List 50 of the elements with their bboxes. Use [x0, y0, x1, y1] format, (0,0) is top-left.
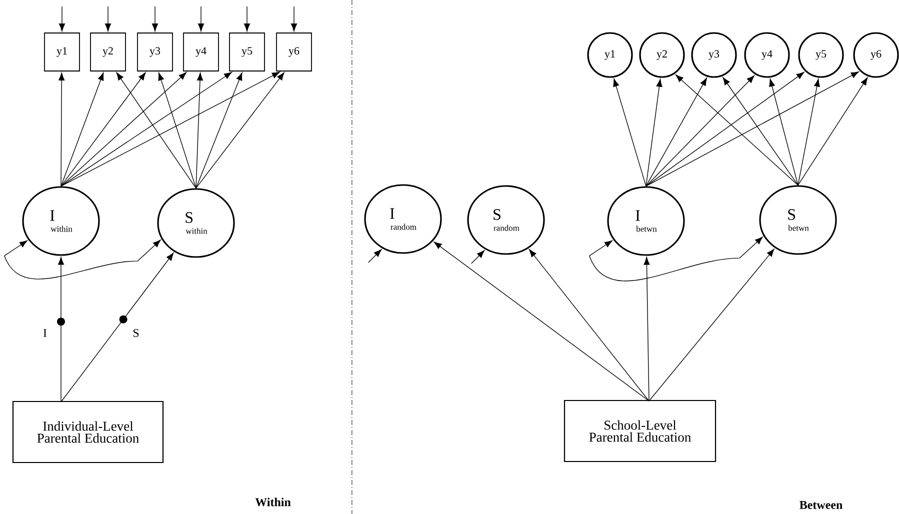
arrow [57, 256, 65, 402]
panel-label: Within [255, 498, 291, 506]
covariate-box: Individual-Level Parental Education [12, 400, 164, 464]
observed-variable-box: y2 [90, 32, 126, 72]
observed-variable-box: y5 [229, 32, 265, 72]
covariance-arrow [589, 236, 763, 282]
arrow [798, 78, 820, 186]
arrow [648, 248, 774, 402]
observed-variable-box: y3 [137, 32, 173, 72]
arrow [60, 72, 232, 187]
arrow [529, 249, 650, 402]
arrow [58, 72, 65, 187]
residual-arrow [105, 6, 111, 32]
arrow [644, 256, 650, 402]
observed-variable-box: y6 [276, 32, 312, 72]
arrow [646, 75, 755, 187]
residual-arrow [244, 6, 250, 32]
covariance-arrow [4, 240, 161, 280]
arrow [158, 72, 196, 189]
arrow [196, 72, 242, 189]
observed-variable-box: y1 [44, 32, 80, 72]
residual-arrow [152, 6, 158, 32]
arrow [60, 252, 174, 402]
residual-arrow [59, 6, 65, 32]
residual-arrow [368, 249, 382, 263]
arrow [116, 72, 196, 189]
edge-label: S [133, 328, 139, 338]
observed-variable-box: y4 [183, 32, 219, 72]
arrow [769, 78, 798, 186]
edge-label: I [43, 329, 47, 337]
residual-arrow [198, 6, 204, 32]
covariate-box: School-Level Parental Education [564, 400, 716, 462]
arrow [646, 71, 859, 187]
arrow [798, 77, 868, 186]
residual-arrow [291, 6, 297, 32]
arrow [60, 72, 146, 187]
arrow [646, 72, 804, 187]
panel-label: Between [800, 501, 842, 509]
arrow [60, 72, 104, 187]
arrow [60, 72, 280, 187]
arrow [196, 72, 284, 189]
arrow [60, 72, 187, 187]
arrow [434, 242, 650, 402]
arrow [196, 72, 203, 189]
arrow [722, 77, 798, 186]
arrow [676, 74, 798, 186]
residual-arrow [471, 250, 485, 264]
arrow [613, 78, 646, 187]
arrow [646, 78, 662, 187]
arrow [646, 78, 707, 187]
